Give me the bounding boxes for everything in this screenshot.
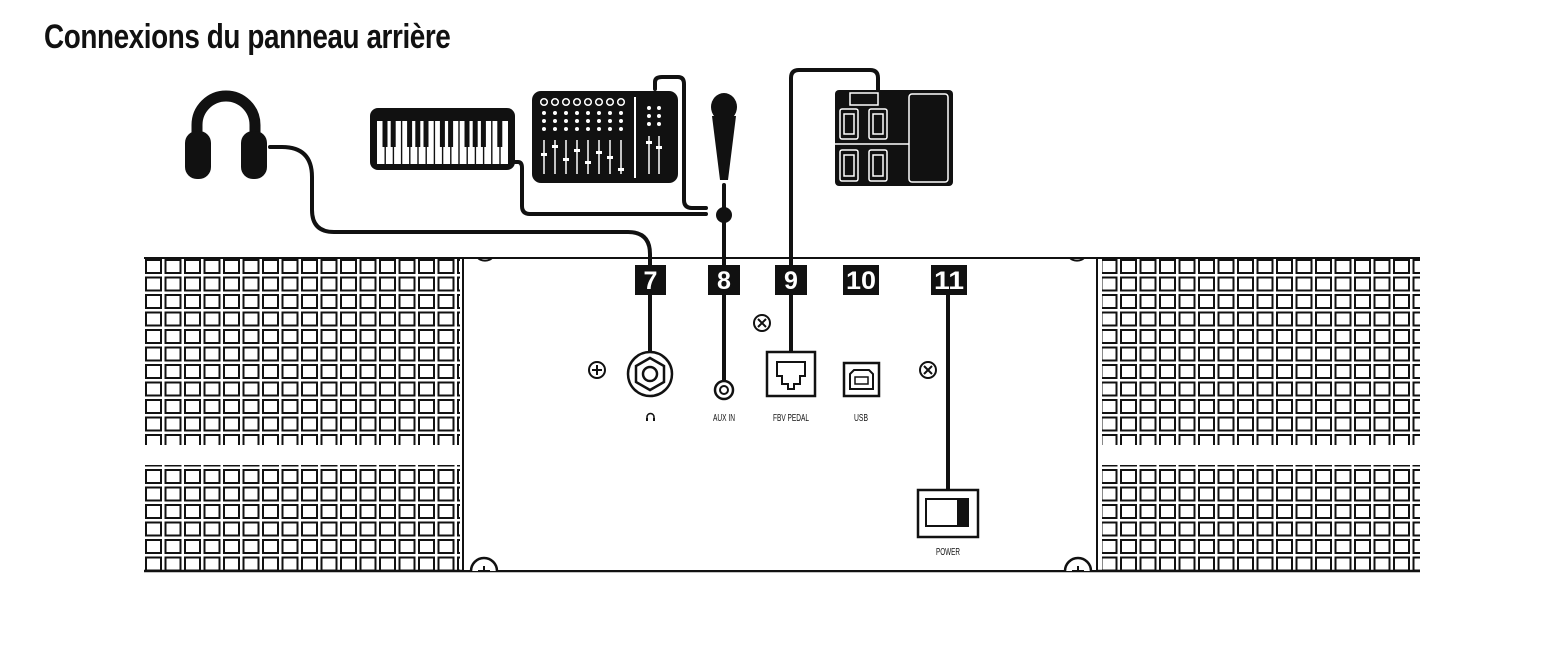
keyboard-icon [370,108,515,170]
right-grille-upper [1102,258,1420,445]
amplifier-chassis [144,257,1420,573]
left-grille-upper [144,258,460,445]
power-label: POWER [936,547,960,558]
callout-7: 7 [635,265,666,295]
usb-port[interactable] [842,361,881,398]
corner-screw-icon [1063,556,1093,572]
svg-text:10: 10 [846,267,876,295]
microphone-icon [711,93,737,180]
mixer-icon [532,91,678,183]
callout-8: 8 [708,265,740,295]
cable-junction [716,207,732,223]
usb-label: USB [854,413,868,424]
svg-text:11: 11 [934,267,964,295]
corner-screw-icon [469,556,499,572]
callout-10: 10 [843,265,879,295]
panel-screw-icon [753,314,771,332]
panel-screw-icon [919,361,937,379]
callout-9: 9 [775,265,807,295]
headphone-cable [268,145,652,354]
svg-text:9: 9 [784,267,798,295]
connector-panel [462,257,1098,572]
mixer-cable [653,75,708,210]
left-grille-lower [144,465,460,571]
aux-in-jack[interactable] [713,379,735,401]
page-title: Connexions du panneau arrière [44,18,451,56]
fbv-pedal-port[interactable] [765,350,817,398]
fbv-pedal-label: FBV PEDAL [773,413,809,424]
headphones-icon [185,90,267,179]
power-switch[interactable] [916,488,980,539]
aux-in-label: AUX IN [713,413,735,424]
headphone-jack[interactable] [626,350,674,398]
keyboard-cable [513,160,708,216]
headphone-symbol-icon [646,412,655,421]
callout-11: 11 [931,265,967,295]
fbv-pedal-icon [835,90,953,186]
cables [268,68,950,492]
right-grille-lower [1102,465,1420,571]
svg-text:8: 8 [717,267,731,295]
svg-text:7: 7 [644,267,658,295]
fbv-cable [789,68,880,364]
panel-screw-icon [588,361,606,379]
